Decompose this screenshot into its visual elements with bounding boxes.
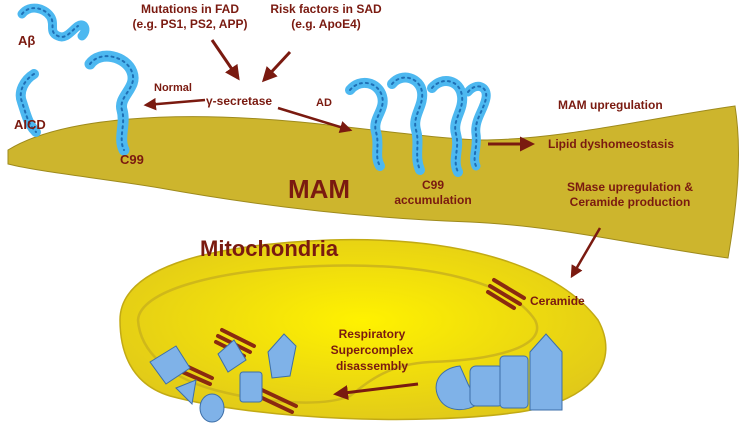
respiratory-disassembly-label: Respiratory Supercomplex disassembly (330, 327, 414, 373)
arrow-ad (277, 106, 353, 134)
mutations-label: Mutations in FAD (e.g. PS1, PS2, APP) (132, 2, 248, 31)
mam-upregulation-label: MAM upregulation (558, 98, 663, 112)
c99-accumulation-label: C99 accumulation (394, 178, 472, 207)
smase-label: SMase upregulation & Ceramide production (566, 180, 694, 209)
c99-accumulation-proteins (345, 72, 491, 177)
respiratory-complexes-disassembled (149, 333, 297, 423)
ad-label: AD (316, 97, 332, 109)
arrow-normal (143, 97, 206, 111)
risk-factors-label: Risk factors in SAD (e.g. ApoE4) (270, 2, 382, 31)
mam-membrane (7, 105, 739, 259)
normal-label: Normal (154, 82, 192, 94)
arrow-to-ceramide (570, 227, 602, 279)
ceramide-label: Ceramide (530, 294, 585, 308)
mam-label: MAM (288, 174, 351, 204)
respiratory-complexes-intact (435, 333, 563, 411)
c99-label: C99 (120, 152, 144, 167)
aicd-label: AICD (14, 117, 46, 132)
abeta-label: Aβ (18, 33, 36, 48)
mitochondrion-inner-membrane (136, 264, 539, 404)
mitochondria-label: Mitochondria (200, 236, 339, 261)
arrow-disassembly (333, 382, 419, 400)
arrow-risk-factors (261, 50, 292, 83)
arrow-mutations (210, 39, 240, 81)
gamma-secretase-label: γ-secretase (206, 94, 273, 108)
lipid-dyshomeostasis-label: Lipid dyshomeostasis (548, 137, 675, 151)
